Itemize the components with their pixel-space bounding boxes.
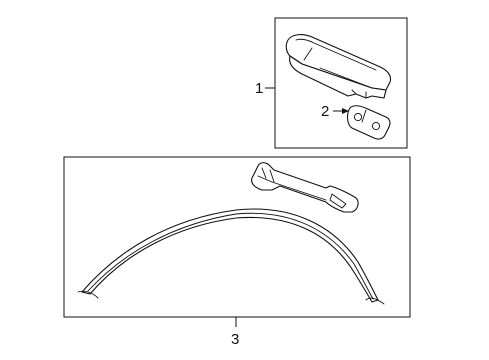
callout-1: 1 bbox=[255, 80, 263, 97]
callout-2: 2 bbox=[321, 103, 329, 120]
molding-end-cap-part bbox=[285, 34, 392, 99]
clip-part bbox=[347, 105, 391, 140]
upper-parts-box bbox=[274, 17, 408, 149]
molding-bracket-part bbox=[251, 162, 359, 213]
callout-2-arrowhead bbox=[342, 108, 349, 114]
lower-parts-box bbox=[63, 156, 411, 318]
callout-3: 3 bbox=[231, 331, 239, 348]
wheel-arch-molding-part bbox=[77, 208, 385, 305]
